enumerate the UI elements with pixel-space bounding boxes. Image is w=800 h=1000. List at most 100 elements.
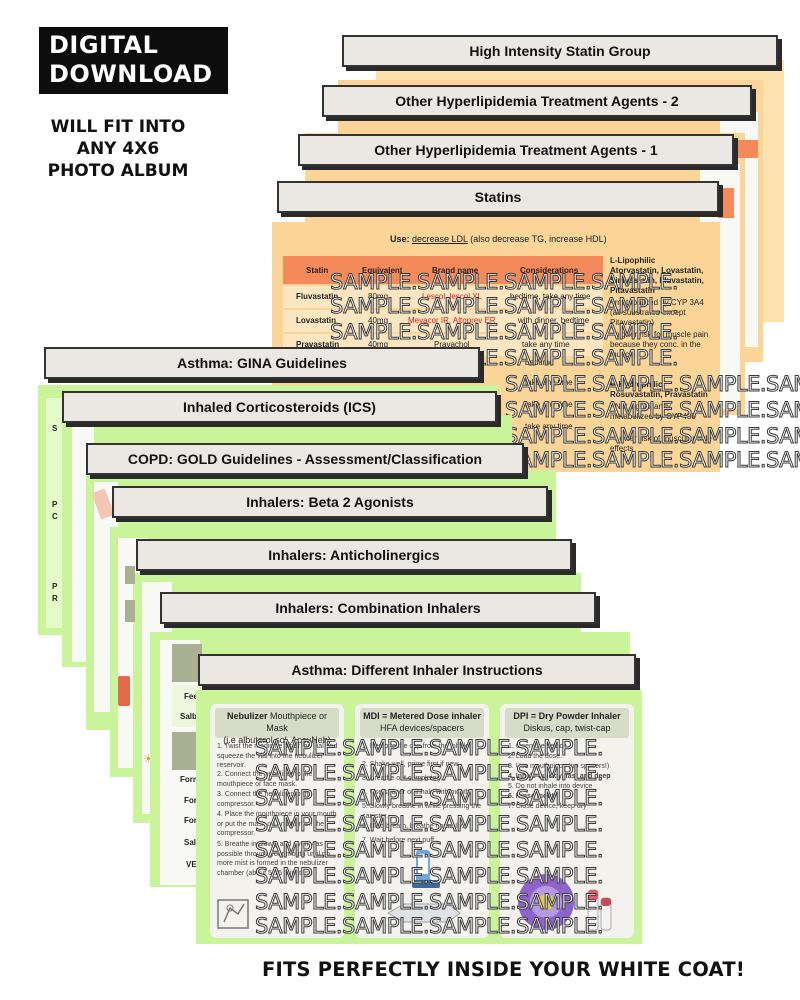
title-combination: Inhalers: Combination Inhalers [160, 592, 596, 624]
twisthaler-icon [587, 889, 612, 931]
nebulizer-heading: Nebulizer Mouthpiece or Mask (i.e albute… [215, 708, 339, 745]
dpi-step-1: 1. Open the device. [508, 743, 569, 750]
statins-side-2: Atorvastatin, Lovastatin, [610, 266, 704, 275]
dpi-subheading: Diskus, cap, twist-cap [523, 723, 611, 733]
statins-side-5: - metabolized by CYP 3A4 [610, 298, 704, 307]
statins-header-dose: Equivalent dose [362, 266, 402, 275]
statins-side-11: H-Hydrophilic [610, 380, 663, 389]
statins-extra-row-4: take any time [525, 422, 573, 431]
gina-letter-s: S [52, 424, 58, 433]
nebulizer-heading-rest: Mouthpiece or Mask [266, 711, 328, 733]
title-high-intensity: High Intensity Statin Group [342, 35, 778, 67]
combo-row-1: Form [180, 775, 200, 784]
digital-download-badge: DIGITAL DOWNLOAD [39, 27, 228, 94]
anticholinergic-gray-2 [125, 600, 135, 622]
statins-header-brand: Brand name [432, 266, 479, 275]
mdi-column [355, 704, 489, 938]
card-other-hyper-1-header [736, 140, 758, 158]
title-asthma-gina: Asthma: GINA Guidelines [44, 347, 480, 379]
nebulizer-step-1: 1. Twist the medicine off of the vial an… [217, 743, 338, 769]
combination-gray-1 [172, 644, 202, 682]
title-anticholinergics: Inhalers: Anticholinergics [136, 539, 572, 571]
statins-side-10: muscle [610, 350, 636, 359]
mdi-heading-bold: MDI = Metered Dose inhaler [363, 711, 481, 721]
mdi-step-6: 6. Hold breath, breathe normally. [362, 823, 464, 830]
statins-side-1: L-Lipophilic [610, 256, 656, 265]
nebulizer-icon [217, 899, 249, 929]
statins-side-15: - Lower risk of muscular side [610, 434, 712, 443]
statins-row-2-brand: Mevacor IR, Altoprev ER [408, 316, 496, 325]
dpi-step-6: 6. Rinse mouth [508, 793, 559, 800]
title-beta2: Inhalers: Beta 2 Agonists [112, 486, 548, 518]
fit-line-3: PHOTO ALBUM [47, 161, 189, 181]
fit-line-2: ANY 4X6 [76, 139, 160, 159]
gina-letter-r: R [52, 594, 58, 603]
nebulizer-step-3: 3. Connect the nebulizer to the compress… [217, 791, 313, 808]
statins-use-text-1: decrease LDL [412, 234, 468, 244]
mdi-step-5: 5. Slowly breathe in while pressing the … [362, 803, 482, 820]
statins-row-3-name: Pravastatin [296, 340, 340, 349]
badge-line-1: DIGITAL [49, 31, 159, 59]
title-statins: Statins [277, 181, 719, 213]
nebulizer-step-4: 4. Place the mouthpiece in your mouth or… [217, 811, 337, 837]
statins-side-header [718, 188, 734, 218]
gina-letter-c: C [52, 512, 58, 521]
album-fit-note: WILL FIT INTO ANY 4X6 PHOTO ALBUM [28, 116, 208, 182]
statins-side-7: Pitavastatin) [610, 318, 655, 327]
beta-row-2: Salb [180, 712, 197, 721]
dpi-step-3: 3. Use mouthpiece (no spacers!) [508, 763, 610, 770]
mdi-step-1: 1. Remove the cap from the inhaler. [362, 743, 473, 750]
statins-row-1-name: Fluvastatin [296, 292, 339, 301]
diskus-icon [518, 874, 574, 930]
title-inhaler-instructions: Asthma: Different Inhaler Instructions [198, 654, 636, 686]
statins-row-1-brand: Lescol, lescol XL [422, 292, 483, 301]
mdi-step-4: 4. Use spacer or inhale with mouth. [362, 789, 472, 796]
nebulizer-step-2: 2. Connect the nebulizer to the mouthpie… [217, 771, 313, 788]
statins-side-14: metabolized by CYP450 [610, 412, 696, 421]
statins-side-9: because they conc. in the [610, 340, 701, 349]
dpi-heading-bold: DPI = Dry Powder Inhaler [513, 711, 621, 721]
statins-row-2-dose: 40mg [368, 316, 389, 325]
spacer-icon [386, 903, 461, 923]
combo-row-5: VE [186, 860, 197, 869]
anticholinergic-gray-1 [125, 566, 135, 584]
title-other-hyper-2: Other Hyperlipidemia Treatment Agents - … [322, 85, 752, 117]
statins-header-considerations: Considerations [520, 266, 579, 275]
badge-line-2: DOWNLOAD [49, 60, 213, 88]
statins-extra-row-2: take any time [525, 378, 573, 387]
statins-use-text-2: (also decrease TG, increase HDL) [470, 234, 607, 244]
nebulizer-column [210, 704, 344, 938]
statins-row-bg-1 [283, 286, 603, 308]
statins-header-statin: Statin [306, 266, 329, 275]
dpi-step-2: 2. Load the dose. [508, 753, 563, 760]
title-copd: COPD: GOLD Guidelines - Assessment/Class… [86, 443, 524, 475]
statins-use-line: Use: decrease LDL (also decrease TG, inc… [390, 234, 607, 244]
mdi-subheading: HFA devices/spacers [379, 723, 465, 733]
gina-letter-p2: P [52, 582, 58, 591]
combo-row-2: Form [184, 796, 204, 805]
statins-row-1-dose: 80mg [368, 292, 389, 301]
statins-side-3: Simvastatin, Fluvastatin, [610, 276, 704, 285]
statins-row-2-considerations: with dinner, bedtime [518, 316, 590, 325]
statins-row-bg-2 [283, 310, 603, 332]
statins-side-8: - higher risk for muscle pain [610, 330, 709, 339]
mdi-step-3: 3. Breathe out completely. [362, 775, 443, 782]
mdi-step-7: 7. Wait before next puff. [362, 837, 436, 844]
nebulizer-step-5: 5. Breathe in slowly and evenly as possi… [217, 841, 330, 877]
statins-row-3-considerations: take any time [522, 340, 570, 349]
beta2-inhaler-icon [118, 676, 130, 706]
statins-side-13: - Not significantly [610, 402, 671, 411]
statins-row-1-considerations: bedtime, take any time [510, 292, 591, 301]
statins-row-3-brand: Pravachol [434, 340, 470, 349]
dpi-step-5: 5. Do not inhale into device [508, 783, 593, 790]
statins-side-16: effects [610, 444, 634, 453]
statins-extra-row-3: take any time [525, 400, 573, 409]
mdi-step-2: 2. Shake well, prime first if new. [362, 761, 461, 768]
statins-extra-row-1: bedtime [525, 358, 554, 367]
beta-row-1: Fee [184, 692, 198, 701]
combo-row-4: Salb [184, 838, 201, 847]
nebulizer-subheading: (i.e albuterol sol, AccuNeb) [223, 735, 331, 745]
statins-row-3-dose: 40mg [368, 340, 389, 349]
nebulizer-heading-bold: Nebulizer [226, 711, 268, 721]
statins-side-12: Rosuvastatin, Pravastatin [610, 390, 708, 399]
